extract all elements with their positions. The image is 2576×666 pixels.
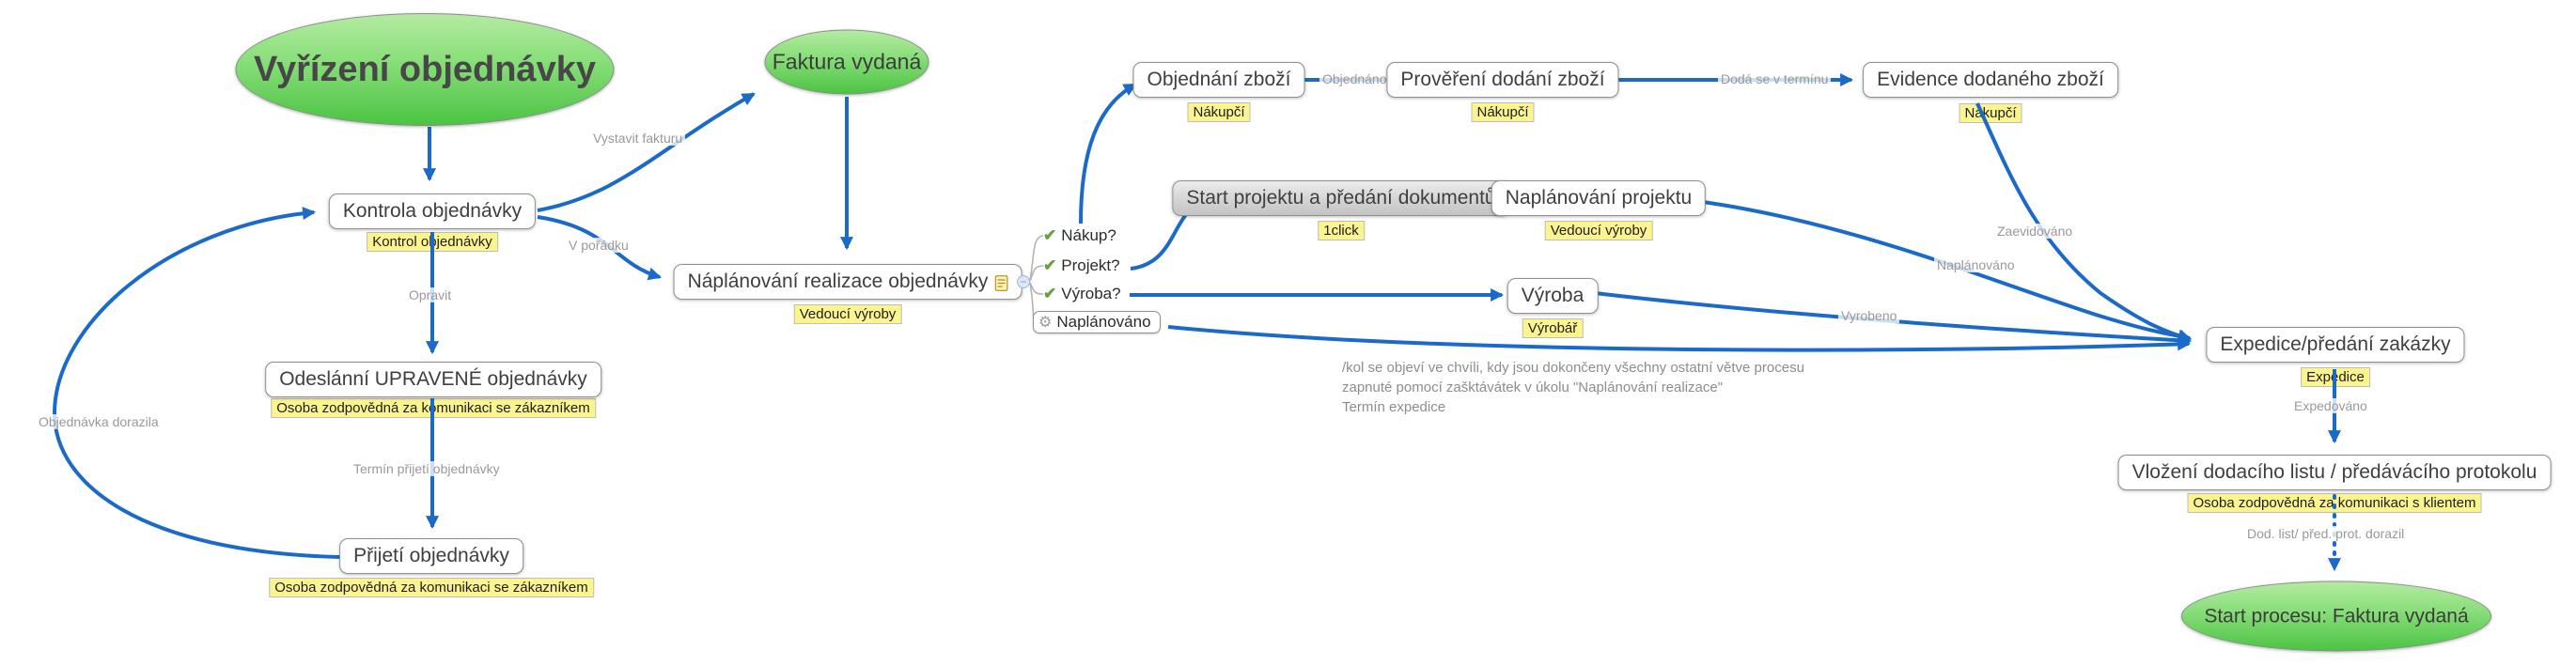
role-label-prijeti[interactable]: Osoba zodpovědná za komunikaci se zákazn… (269, 578, 594, 597)
note-line-1: /kol se objeví ve chvíli, kdy jsou dokon… (1342, 360, 1804, 376)
node-odeslani-upravene[interactable]: Odeslánní UPRAVENÉ objednávky (265, 362, 601, 397)
node-label: Expedice/předání zakázky (2220, 333, 2451, 355)
node-label: Objednání zboží (1147, 69, 1291, 90)
minus-icon: − (1020, 275, 1027, 288)
edge-note: /kol se objeví ve chvíli, kdy jsou dokon… (1342, 358, 1804, 417)
role-label-naplanovani-realizace[interactable]: Vedoucí výroby (793, 304, 902, 324)
checkmark-icon: ✔ (1043, 256, 1057, 274)
node-label: Přijetí objednávky (353, 545, 509, 566)
node-label: Vyřízení objednávky (254, 49, 596, 89)
node-start-ellipse[interactable]: Vyřízení objednávky (235, 13, 615, 126)
node-label: Vložení dodacího listu / předávácího pro… (2131, 461, 2537, 483)
checkmark-icon: ✔ (1043, 226, 1057, 244)
node-label: Evidence dodaného zboží (1877, 69, 2104, 90)
edge-label-vyrobeno: Vyrobeno (1838, 308, 1900, 323)
node-naplanovani-realizace[interactable]: Náplánování realizace objednávky (673, 264, 1023, 300)
node-provereni-dodani[interactable]: Prověření dodání zboží (1386, 62, 1619, 98)
note-line-3: Termín expedice (1342, 399, 1446, 415)
node-label: Faktura vydaná (772, 49, 922, 74)
checkmark-icon: ✔ (1043, 285, 1057, 302)
node-label: Náplánování realizace objednávky (687, 271, 989, 292)
collapse-toggle[interactable]: − (1017, 275, 1030, 288)
node-label: Kontrola objednávky (342, 200, 523, 222)
checklist-label: Naplánováno (1056, 313, 1151, 331)
note-line-2: zapnuté pomocí zašktávátek v úkolu "Napl… (1342, 379, 1724, 395)
edge-label-objednano: Objednáno (1319, 71, 1390, 86)
gear-icon: ⚙ (1038, 315, 1053, 331)
node-evidence-dodaneho-zbozi[interactable]: Evidence dodaného zboží (1863, 62, 2118, 98)
checklist-label: Nákup? (1061, 226, 1116, 244)
node-kontrola-objednavky[interactable]: Kontrola objednávky (328, 194, 537, 229)
node-label: Start projektu a předání dokumentů (1186, 187, 1496, 209)
node-start-procesu-ellipse[interactable]: Start procesu: Faktura vydaná (2181, 581, 2491, 652)
checklist-item-naplanovano[interactable]: ⚙ Naplánováno (1033, 311, 1161, 333)
node-vlozeni-dodaciho-listu[interactable]: Vložení dodacího listu / předávácího pro… (2117, 455, 2552, 490)
checklist-item-projekt[interactable]: ✔ Projekt? (1043, 256, 1120, 275)
node-expedice-predani[interactable]: Expedice/předání zakázky (2206, 327, 2465, 363)
checklist-label: Projekt? (1061, 256, 1120, 274)
role-label-objednani-zbozi[interactable]: Nákupčí (1187, 102, 1251, 122)
node-label: Výroba (1521, 285, 1585, 306)
role-label-naplanovani-projektu[interactable]: Vedoucí výroby (1544, 221, 1653, 240)
role-label-start-projektu[interactable]: 1click (1318, 221, 1365, 240)
edge-label-vystavit-fakturu: Vystavit fakturu (590, 131, 686, 146)
checklist-item-nakup[interactable]: ✔ Nákup? (1043, 226, 1116, 245)
checklist-label: Výroba? (1061, 285, 1121, 302)
note-icon[interactable] (994, 274, 1008, 291)
node-label: Prověření dodání zboží (1400, 69, 1605, 90)
node-vyroba[interactable]: Výroba (1507, 278, 1599, 314)
edge-label-termin-prijeti: Termín přijetí objednávky (351, 461, 503, 476)
edge-label-expedovano: Expedováno (2291, 398, 2370, 413)
edge-label-objednavka-dorazila: Objednávka dorazila (36, 414, 162, 429)
edge-label-opravit: Opravit (406, 287, 455, 302)
node-prijeti-objednavky[interactable]: Přijetí objednávky (339, 538, 523, 574)
node-naplanovani-projektu[interactable]: Naplánování projektu (1491, 180, 1707, 216)
role-label-provereni-dodani[interactable]: Nákupčí (1471, 102, 1535, 122)
node-faktura-vydana[interactable]: Faktura vydaná (764, 29, 929, 95)
edge-label-naplanovano: Naplánováno (1934, 257, 2018, 272)
edge-label-dod-list-dorazil: Dod. list/ před. prot. dorazil (2244, 526, 2408, 541)
checklist-item-vyroba[interactable]: ✔ Výroba? (1043, 285, 1121, 303)
edge-label-v-poradku: V pořádku (566, 238, 632, 253)
node-label: Odeslánní UPRAVENÉ objednávky (279, 368, 587, 390)
node-label: Naplánování projektu (1505, 187, 1693, 209)
edge-label-zaevidovano: Zaevidováno (1994, 224, 2076, 239)
node-objednani-zbozi[interactable]: Objednání zboží (1132, 62, 1305, 98)
node-start-projektu[interactable]: Start projektu a předání dokumentů (1172, 180, 1510, 216)
edge-label-doda-se-v-terminu: Dodá se v termínu (1718, 71, 1832, 86)
node-label: Start procesu: Faktura vydaná (2204, 605, 2469, 627)
